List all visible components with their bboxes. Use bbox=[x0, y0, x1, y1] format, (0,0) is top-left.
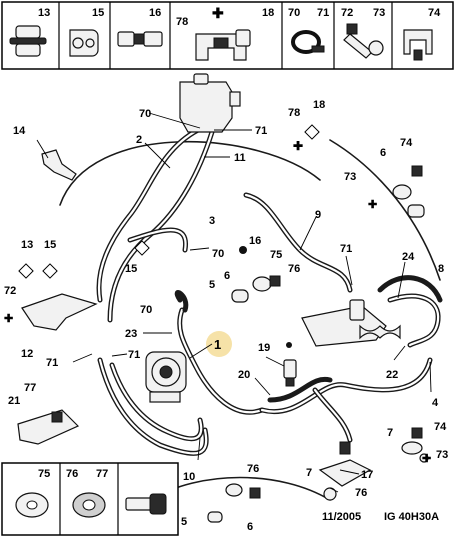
callout-70: 70 bbox=[139, 108, 151, 120]
callout-76: 76 bbox=[355, 487, 367, 499]
callout-70: 70 bbox=[212, 248, 224, 260]
fitting-6-icon bbox=[392, 165, 425, 218]
callout-76: 76 bbox=[288, 263, 300, 275]
callout-71: 71 bbox=[46, 357, 58, 369]
cross-marker-icon: ✚ bbox=[422, 453, 431, 465]
callout-24: 24 bbox=[402, 251, 415, 263]
callout-2: 2 bbox=[136, 134, 142, 146]
callout-13: 13 bbox=[21, 239, 33, 251]
legend-label-76: 76 bbox=[66, 468, 78, 480]
fitting-5-icon bbox=[231, 275, 281, 303]
callout-6: 6 bbox=[380, 147, 386, 159]
bracket-14-icon bbox=[41, 149, 77, 181]
bracket-12-icon bbox=[21, 293, 98, 331]
callout-22: 22 bbox=[386, 369, 398, 381]
washer-icon bbox=[15, 492, 49, 518]
leader-lines bbox=[36, 112, 432, 493]
callout-4: 4 bbox=[432, 397, 439, 409]
callout-18: 18 bbox=[313, 99, 325, 111]
pressure-switch-icon bbox=[283, 359, 297, 387]
fitting-bottom-icon bbox=[207, 483, 261, 523]
cross-marker-icon: ✚ bbox=[368, 199, 377, 211]
cross-marker-icon: ✚ bbox=[293, 139, 303, 153]
callout-10: 10 bbox=[183, 471, 195, 483]
callout-74: 74 bbox=[400, 137, 413, 149]
callout-75: 75 bbox=[270, 249, 282, 261]
callout-73: 73 bbox=[436, 449, 448, 461]
callout-15: 15 bbox=[44, 239, 56, 251]
highlight-callout: 1 bbox=[206, 331, 232, 357]
legend-label-16: 16 bbox=[149, 7, 161, 19]
callout-6: 6 bbox=[224, 270, 230, 282]
callout-21: 21 bbox=[8, 395, 20, 407]
callout-6: 6 bbox=[247, 521, 253, 533]
callout-71: 71 bbox=[128, 349, 140, 361]
callout-16: 16 bbox=[249, 235, 261, 247]
callout-7: 7 bbox=[306, 467, 312, 479]
legend-label-70: 70 bbox=[288, 7, 300, 19]
footer-date: 11/2005 bbox=[322, 511, 361, 523]
hose-clamp-icon bbox=[291, 30, 325, 54]
callout-78: 78 bbox=[288, 107, 300, 119]
pump-icon bbox=[145, 351, 187, 403]
union-16-icon bbox=[117, 31, 163, 47]
callout-11: 11 bbox=[234, 152, 246, 164]
legend-label-74: 74 bbox=[428, 7, 441, 19]
legend-label-71: 71 bbox=[317, 7, 329, 19]
legend-label-18: 18 bbox=[262, 7, 274, 19]
markers: ✚ ✚ ✚ ✚ bbox=[4, 124, 431, 465]
clip-17-icon bbox=[318, 441, 372, 501]
callout-19: 19 bbox=[258, 342, 270, 354]
top-legend-strip: 13 15 16 78 ✚ 18 70 71 bbox=[1, 1, 454, 70]
callout-73: 73 bbox=[344, 171, 356, 183]
legend-label-78: 78 bbox=[176, 16, 188, 28]
legend-label-77: 77 bbox=[96, 468, 108, 480]
callout-5: 5 bbox=[209, 279, 215, 291]
callout-8: 8 bbox=[438, 263, 444, 275]
callout-17: 17 bbox=[361, 469, 373, 481]
reservoir-icon bbox=[179, 73, 241, 133]
callout-7: 7 bbox=[387, 427, 393, 439]
legend-label-72: 72 bbox=[341, 7, 353, 19]
clip-13-icon bbox=[9, 25, 47, 57]
legend-label-73: 73 bbox=[373, 7, 385, 19]
clip-15-icon bbox=[69, 29, 99, 57]
bottom-legend-strip: 75 76 77 bbox=[1, 462, 179, 536]
fitting-7-right-icon bbox=[401, 427, 429, 463]
footer-reference: IG 40H30A bbox=[384, 511, 439, 523]
legend-label-75: 75 bbox=[38, 468, 50, 480]
callout-1: 1 bbox=[214, 337, 221, 352]
seal-icon bbox=[72, 492, 106, 518]
callout-23: 23 bbox=[125, 328, 137, 340]
callout-15: 15 bbox=[125, 263, 137, 275]
callout-labels: 70 71 2 11 14 78 18 74 6 73 9 3 16 70 75… bbox=[4, 99, 448, 533]
legend-label-15: 15 bbox=[92, 7, 104, 19]
steering-rack-icon bbox=[301, 299, 401, 347]
bracket-18-icon bbox=[195, 29, 251, 61]
callout-74: 74 bbox=[434, 421, 447, 433]
callout-72: 72 bbox=[4, 285, 16, 297]
cross-marker-icon: ✚ bbox=[212, 5, 224, 21]
callout-70: 70 bbox=[140, 304, 152, 316]
callout-71: 71 bbox=[340, 243, 352, 255]
bolt-icon bbox=[343, 23, 384, 59]
callout-14: 14 bbox=[13, 125, 26, 137]
callout-77: 77 bbox=[24, 382, 36, 394]
callout-9: 9 bbox=[315, 209, 321, 221]
bracket-21-icon bbox=[17, 409, 80, 445]
screw-icon bbox=[125, 493, 167, 515]
clip-74-icon bbox=[403, 29, 433, 61]
pipe-network bbox=[59, 127, 443, 501]
legend-label-13: 13 bbox=[38, 7, 50, 19]
callout-20: 20 bbox=[238, 369, 250, 381]
callout-3: 3 bbox=[209, 215, 215, 227]
callout-71: 71 bbox=[255, 125, 267, 137]
cross-marker-icon: ✚ bbox=[4, 313, 13, 325]
callout-5: 5 bbox=[181, 516, 187, 528]
callout-76: 76 bbox=[247, 463, 259, 475]
callout-12: 12 bbox=[21, 348, 33, 360]
